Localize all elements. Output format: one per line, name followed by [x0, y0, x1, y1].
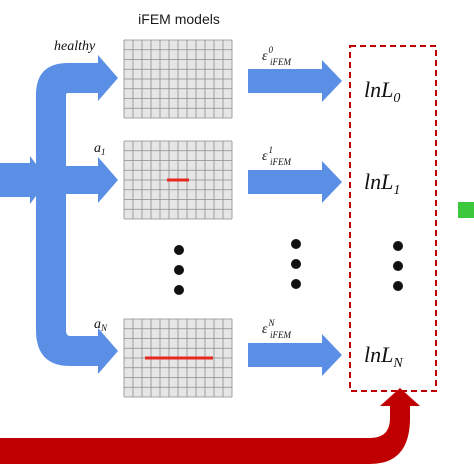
vertical-trunk [36, 92, 66, 332]
branch-middle-bar [66, 166, 98, 194]
mesh-panel-healthy [123, 39, 233, 119]
ellipsis-dots-strain [291, 239, 301, 289]
case-label-aN: aN [94, 317, 108, 333]
mesh-panel-a1 [123, 140, 233, 220]
ifem-models-title: iFEM models [138, 11, 220, 27]
case-label-a1: a1 [94, 141, 106, 157]
case-label-healthy: healthy [54, 39, 96, 54]
branch-arrowhead-aN [98, 328, 118, 374]
ellipsis-dots-mesh [174, 245, 184, 295]
branch-arrowhead-healthy [98, 55, 118, 101]
trunk-bottom-curve [36, 330, 98, 366]
strain-arrow-a1 [248, 170, 324, 194]
green-accent-block [458, 202, 474, 218]
strain-arrows [248, 60, 342, 376]
input-distribution-arrows [0, 55, 118, 374]
strain-arrow-aN [248, 343, 324, 367]
likelihood-label-0: lnL0 [364, 77, 400, 106]
branch-arrowhead-a1 [98, 157, 118, 203]
strain-arrow-healthy [248, 69, 324, 93]
trunk-top-curve [36, 63, 98, 95]
feedback-arrowhead [380, 388, 420, 406]
likelihood-label-N: lnLN [364, 342, 403, 371]
feedback-arrow [0, 388, 420, 464]
input-stem [0, 163, 30, 197]
likelihood-label-1: lnL1 [364, 169, 400, 198]
ellipsis-dots-likelihood [393, 241, 403, 291]
likelihood-dashed-box [349, 45, 437, 392]
mesh-panel-aN [123, 318, 233, 398]
feedback-arrow-body [0, 404, 410, 464]
